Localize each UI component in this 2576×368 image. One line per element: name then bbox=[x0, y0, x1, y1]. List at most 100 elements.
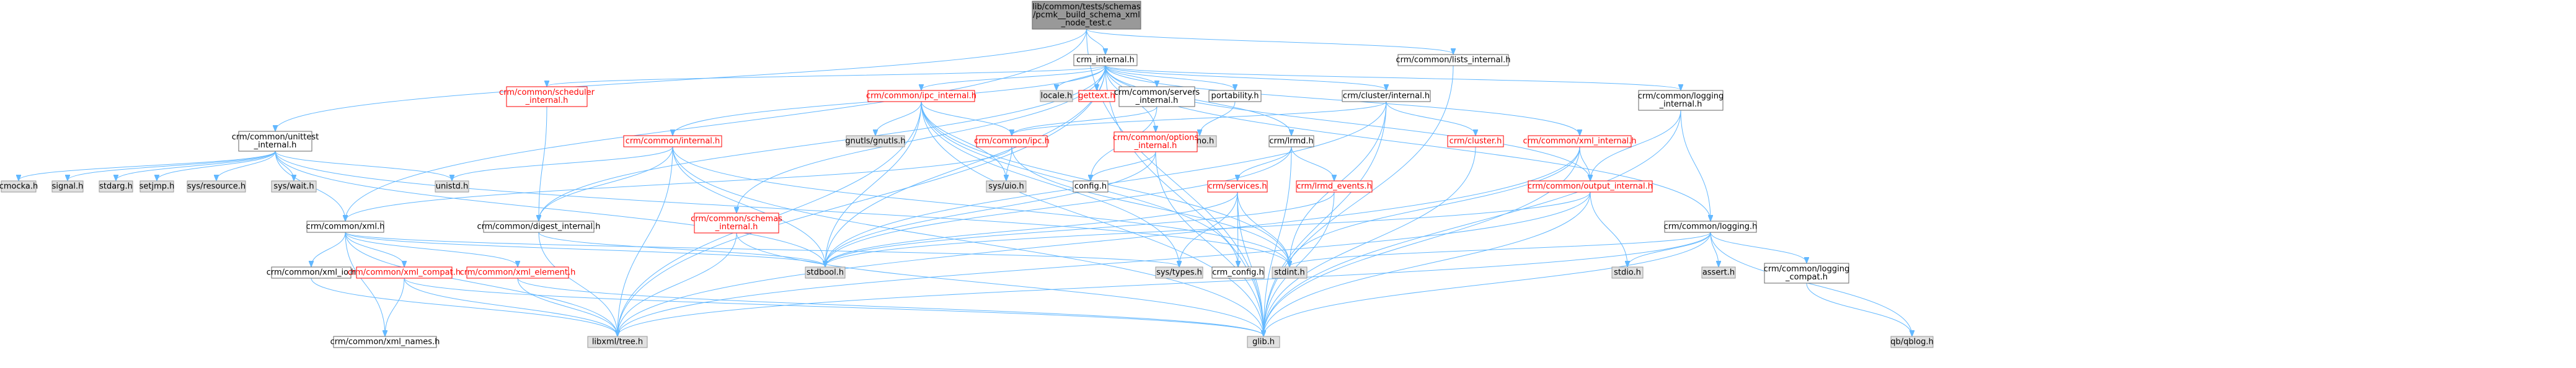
node-label-cluster_internal: crm/cluster/internal.h bbox=[1343, 92, 1430, 101]
edge-logging_internal-to-glib bbox=[1264, 110, 1681, 336]
node-xml_names[interactable]: crm/common/xml_names.h bbox=[330, 336, 440, 348]
node-label-unittest_internal: crm/common/unittest bbox=[232, 133, 319, 142]
edge-logging_internal-to-logging bbox=[1680, 110, 1711, 221]
node-xml[interactable]: crm/common/xml.h bbox=[306, 221, 385, 233]
node-stdint: stdint.h bbox=[1272, 266, 1308, 279]
edge-xml_internal-to-output_internal bbox=[1579, 146, 1590, 180]
node-label-config: config.h bbox=[1074, 182, 1107, 191]
edge-xml-to-xml_compat bbox=[345, 232, 404, 266]
node-logging[interactable]: crm/common/logging.h bbox=[1664, 221, 1758, 233]
node-label-lists_internal: crm/common/lists_internal.h bbox=[1396, 56, 1511, 65]
node-box-xml_compat bbox=[356, 266, 453, 279]
edge-ipc_internal-to-ipc bbox=[921, 101, 1012, 135]
node-box-xml_internal bbox=[1528, 135, 1632, 147]
edge-common_internal-to-libxml_tree bbox=[617, 146, 673, 336]
edge-logging-to-stdio bbox=[1627, 232, 1711, 266]
node-layer: lib/common/tests/schemas/pcmk__build_sch… bbox=[0, 1, 1934, 348]
node-box-config bbox=[1073, 180, 1109, 193]
node-gettext[interactable]: gettext.h bbox=[1078, 90, 1115, 102]
node-logging_internal[interactable]: crm/common/logging_internal.h bbox=[1638, 90, 1724, 111]
node-lists_internal[interactable]: crm/common/lists_internal.h bbox=[1396, 54, 1511, 66]
node-label-schemas_internal: _internal.h bbox=[715, 222, 758, 232]
edge-digest_internal-to-libxml_tree bbox=[538, 232, 617, 336]
node-lrmd_events[interactable]: crm/lrmd_events.h bbox=[1296, 180, 1373, 193]
node-ipc[interactable]: crm/common/ipc.h bbox=[974, 135, 1050, 147]
node-xml_io[interactable]: crm/common/xml_io.h bbox=[267, 266, 356, 279]
node-unittest_internal[interactable]: crm/common/unittest_internal.h bbox=[232, 131, 319, 152]
node-cluster_internal[interactable]: crm/cluster/internal.h bbox=[1342, 90, 1431, 102]
node-output_internal[interactable]: crm/common/output_internal.h bbox=[1528, 180, 1653, 193]
node-label-options_internal: crm/common/options bbox=[1113, 133, 1198, 142]
edge-crm_internal-to-lrmd bbox=[1105, 65, 1291, 135]
node-servers_internal[interactable]: crm/common/servers_internal.h bbox=[1114, 86, 1200, 107]
node-box-cluster_internal bbox=[1342, 90, 1431, 102]
node-services[interactable]: crm/services.h bbox=[1207, 180, 1268, 193]
node-ipc_internal[interactable]: crm/common/ipc_internal.h bbox=[866, 90, 976, 102]
node-lrmd[interactable]: crm/lrmd.h bbox=[1268, 135, 1314, 147]
node-box-qblog bbox=[1890, 336, 1934, 348]
edge-digest_internal-to-stdbool bbox=[538, 232, 825, 266]
edge-logging-to-libxml_tree bbox=[617, 232, 1711, 336]
node-stdio: stdio.h bbox=[1611, 266, 1644, 279]
node-xml_element[interactable]: crm/common/xml_element.h bbox=[460, 266, 576, 279]
edge-options_internal-to-glib bbox=[1155, 151, 1264, 336]
node-config[interactable]: config.h bbox=[1073, 180, 1109, 193]
node-locale: locale.h bbox=[1040, 90, 1073, 102]
node-logging_compat[interactable]: crm/common/logging_compat.h bbox=[1764, 263, 1849, 284]
edge-sched_internal-to-digest_internal bbox=[539, 106, 547, 221]
node-label-common_internal: crm/common/internal.h bbox=[626, 137, 720, 146]
node-box-sched_internal bbox=[506, 86, 588, 107]
node-xml_compat[interactable]: crm/common/xml_compat.h bbox=[348, 266, 461, 279]
node-sched_internal[interactable]: crm/common/scheduler_internal.h bbox=[499, 86, 595, 107]
edge-xml-to-xml_element bbox=[345, 232, 518, 266]
node-portability[interactable]: portability.h bbox=[1208, 90, 1262, 102]
node-label-servers_internal: _internal.h bbox=[1135, 96, 1179, 105]
edge-cluster_internal-to-cluster_h bbox=[1386, 101, 1476, 135]
node-box-cmocka bbox=[1, 180, 37, 193]
node-box-logging_compat bbox=[1764, 263, 1849, 284]
edge-root-to-lists_internal bbox=[1086, 28, 1454, 54]
node-cluster_h[interactable]: crm/cluster.h bbox=[1447, 135, 1504, 147]
edge-unittest_internal-to-signal bbox=[68, 151, 276, 180]
edge-unittest_internal-to-sysresource bbox=[216, 151, 276, 180]
node-box-portability bbox=[1208, 90, 1262, 102]
edge-services-to-glib bbox=[1237, 191, 1264, 336]
edge-crm_internal-to-glib bbox=[1105, 65, 1264, 336]
node-label-lrmd_events: crm/lrmd_events.h bbox=[1296, 182, 1372, 191]
node-label-stdio: stdio.h bbox=[1614, 268, 1641, 278]
node-label-output_internal: crm/common/output_internal.h bbox=[1528, 182, 1653, 191]
node-label-xml: crm/common/xml.h bbox=[306, 222, 385, 232]
node-label-qblog: qb/qblog.h bbox=[1890, 338, 1934, 347]
node-common_internal[interactable]: crm/common/internal.h bbox=[623, 135, 722, 147]
edge-xml_io-to-libxml_tree bbox=[311, 278, 617, 336]
node-options_internal[interactable]: crm/common/options_internal.h bbox=[1113, 131, 1198, 152]
node-schemas_internal[interactable]: crm/common/schemas_internal.h bbox=[691, 212, 782, 234]
node-label-root: lib/common/tests/schemas bbox=[1032, 2, 1141, 12]
node-box-xml_io bbox=[271, 266, 352, 279]
node-box-logging_internal bbox=[1638, 90, 1724, 111]
node-box-cluster_h bbox=[1447, 135, 1504, 147]
edge-lrmd-to-stdbool bbox=[825, 146, 1292, 266]
node-sysuio: sys/uio.h bbox=[986, 180, 1027, 193]
node-label-stdarg: stdarg.h bbox=[99, 182, 133, 191]
node-label-cmocka: cmocka.h bbox=[0, 182, 38, 191]
node-box-services bbox=[1207, 180, 1268, 193]
node-box-stdbool bbox=[805, 266, 846, 279]
node-xml_internal[interactable]: crm/common/xml_internal.h bbox=[1523, 135, 1637, 147]
edge-xml-to-systypes bbox=[345, 232, 1179, 266]
node-root: lib/common/tests/schemas/pcmk__build_sch… bbox=[1032, 1, 1141, 30]
node-label-root: /pcmk__build_schema_xml bbox=[1033, 11, 1140, 20]
node-crm_config[interactable]: crm_config.h bbox=[1211, 266, 1265, 279]
node-box-xml_element bbox=[466, 266, 569, 279]
node-box-setjmp bbox=[139, 180, 174, 193]
node-label-syswait: sys/wait.h bbox=[273, 182, 314, 191]
node-box-unittest_internal bbox=[238, 131, 312, 152]
node-label-setjmp: setjmp.h bbox=[139, 182, 175, 191]
edge-schemas_internal-to-glib bbox=[736, 232, 1264, 336]
node-crm_internal[interactable]: crm_internal.h bbox=[1073, 54, 1138, 66]
edge-crm_internal-to-cluster_internal bbox=[1105, 65, 1386, 90]
edge-cluster_h-to-glib bbox=[1264, 146, 1476, 336]
node-label-services: crm/services.h bbox=[1208, 182, 1267, 191]
node-box-glib bbox=[1247, 336, 1280, 348]
node-digest_internal[interactable]: crm/common/digest_internal.h bbox=[477, 221, 601, 233]
